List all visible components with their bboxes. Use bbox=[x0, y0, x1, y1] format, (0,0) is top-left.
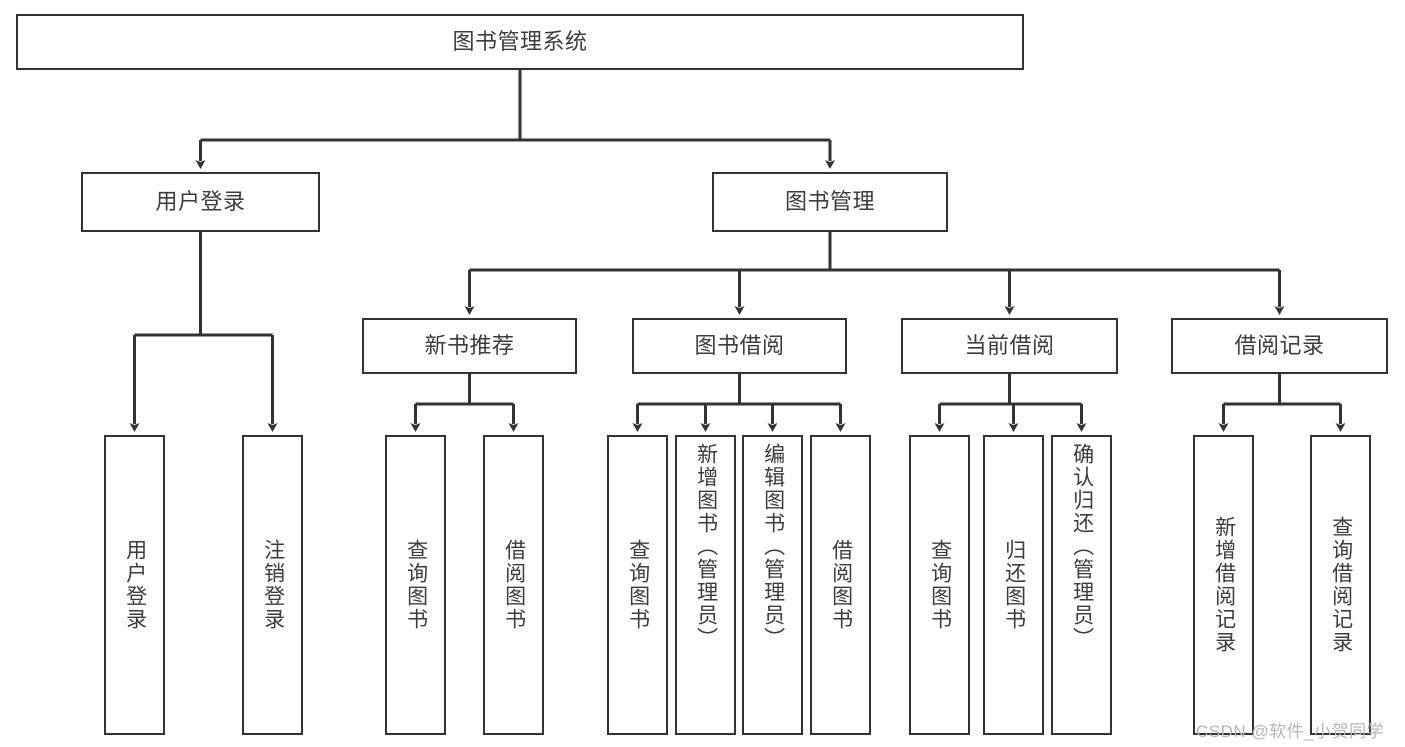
node-book-manage[interactable]: 图书管理 bbox=[712, 172, 948, 232]
node-book-borrow[interactable]: 图书借阅 bbox=[632, 318, 847, 374]
node-label: 图书管理系统 bbox=[452, 28, 588, 54]
node-leaf-logout[interactable]: 注销登录 bbox=[242, 435, 303, 735]
node-user-login[interactable]: 用户登录 bbox=[81, 172, 320, 232]
node-label: 查询图书 bbox=[626, 539, 650, 631]
node-label: 新增借阅记录 bbox=[1212, 516, 1236, 654]
node-leaf-return-book[interactable]: 归还图书 bbox=[983, 435, 1044, 735]
node-label: 新增图书（管理员） bbox=[694, 443, 718, 650]
watermark-credit: CSDN @软件_小贺同学 bbox=[1196, 722, 1385, 741]
node-leaf-query-record[interactable]: 查询借阅记录 bbox=[1310, 435, 1371, 735]
node-new-book-rec[interactable]: 新书推荐 bbox=[362, 318, 577, 374]
node-label: 借阅记录 bbox=[1234, 332, 1325, 358]
node-current-borrow[interactable]: 当前借阅 bbox=[901, 318, 1118, 374]
node-leaf-add-book[interactable]: 新增图书（管理员） bbox=[675, 435, 736, 735]
node-label: 编辑图书（管理员） bbox=[761, 443, 785, 650]
node-leaf-user-login[interactable]: 用户登录 bbox=[104, 435, 165, 735]
node-label: 查询图书 bbox=[928, 539, 952, 631]
node-leaf-borrow-book-1[interactable]: 借阅图书 bbox=[483, 435, 544, 735]
node-leaf-query-book-3[interactable]: 查询图书 bbox=[909, 435, 970, 735]
node-leaf-add-record[interactable]: 新增借阅记录 bbox=[1193, 435, 1254, 735]
node-label: 图书借阅 bbox=[694, 332, 785, 358]
node-label: 确认归还（管理员） bbox=[1070, 443, 1094, 650]
node-leaf-query-book-1[interactable]: 查询图书 bbox=[385, 435, 446, 735]
node-label: 归还图书 bbox=[1002, 539, 1026, 631]
node-leaf-borrow-book-2[interactable]: 借阅图书 bbox=[810, 435, 871, 735]
node-root[interactable]: 图书管理系统 bbox=[16, 14, 1024, 70]
node-label: 用户登录 bbox=[155, 188, 246, 214]
node-label: 图书管理 bbox=[784, 188, 875, 214]
node-label: 借阅图书 bbox=[502, 539, 526, 631]
node-label: 借阅图书 bbox=[829, 539, 853, 631]
node-label: 用户登录 bbox=[123, 539, 147, 631]
node-leaf-query-book-2[interactable]: 查询图书 bbox=[607, 435, 668, 735]
node-leaf-confirm-return[interactable]: 确认归还（管理员） bbox=[1051, 435, 1112, 735]
node-label: 查询图书 bbox=[404, 539, 428, 631]
node-label: 当前借阅 bbox=[964, 332, 1055, 358]
node-borrow-record[interactable]: 借阅记录 bbox=[1171, 318, 1388, 374]
node-leaf-edit-book[interactable]: 编辑图书（管理员） bbox=[742, 435, 803, 735]
node-label: 注销登录 bbox=[261, 539, 285, 631]
node-label: 新书推荐 bbox=[424, 332, 515, 358]
node-label: 查询借阅记录 bbox=[1329, 516, 1353, 654]
